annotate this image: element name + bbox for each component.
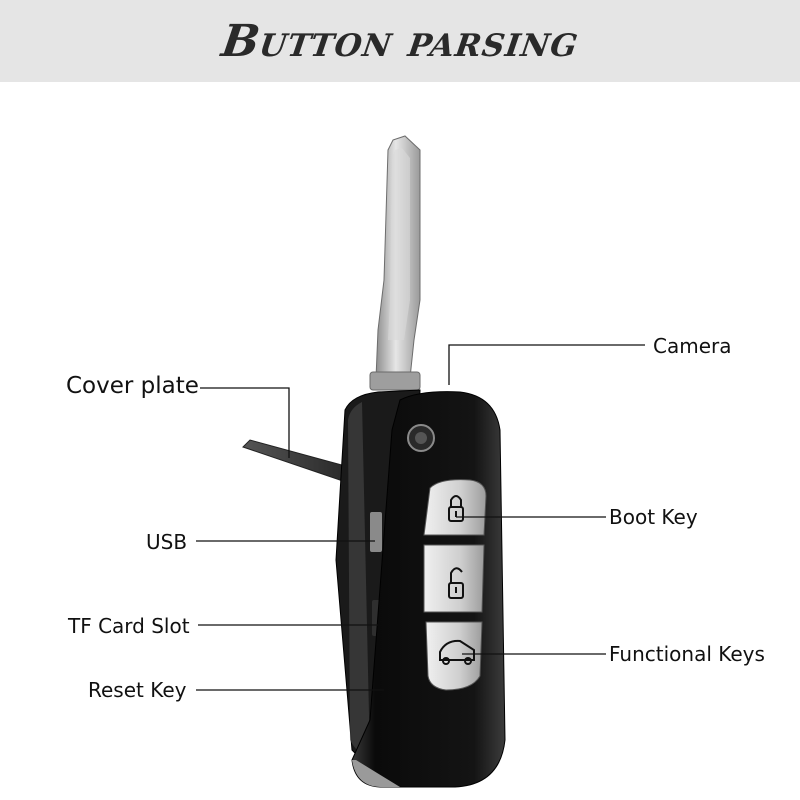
reset-key-label: Reset Key bbox=[88, 678, 187, 702]
functional-keys-label: Functional Keys bbox=[609, 642, 765, 666]
header-banner: Button parsing bbox=[0, 0, 800, 82]
tf-card-slot-label: TF Card Slot bbox=[68, 614, 190, 638]
boot-key-button[interactable] bbox=[423, 479, 487, 536]
boot-key-label: Boot Key bbox=[609, 505, 698, 529]
functional-key-button-1[interactable] bbox=[423, 544, 485, 613]
cover-plate-label: Cover plate bbox=[66, 373, 199, 399]
car-trunk-icon bbox=[439, 639, 475, 665]
cover-plate-callout-line bbox=[200, 387, 290, 458]
lock-closed-icon bbox=[448, 495, 464, 522]
camera-callout-line bbox=[448, 344, 645, 385]
usb-port bbox=[370, 512, 382, 552]
callout-lines bbox=[196, 344, 645, 691]
usb-label: USB bbox=[146, 530, 188, 554]
key-blade bbox=[369, 135, 421, 391]
camera-label: Camera bbox=[653, 334, 732, 358]
lock-open-icon bbox=[448, 567, 464, 599]
functional-key-button-2[interactable] bbox=[425, 621, 483, 691]
